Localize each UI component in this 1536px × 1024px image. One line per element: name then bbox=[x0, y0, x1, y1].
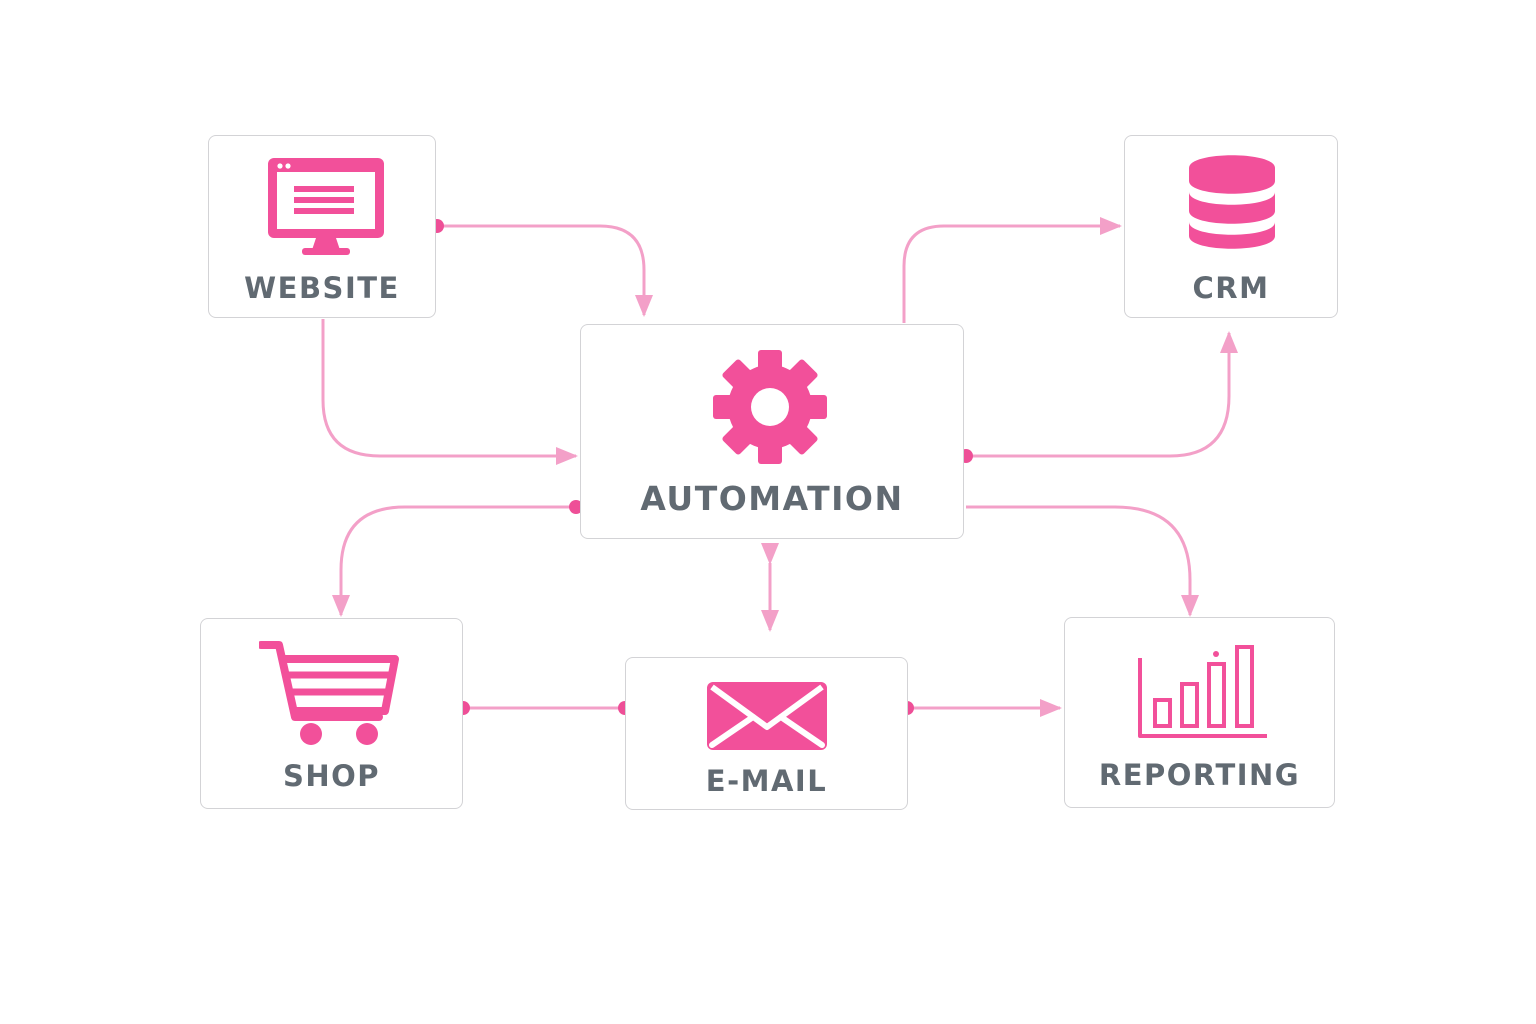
node-automation[interactable]: AUTOMATION bbox=[580, 324, 964, 539]
bar-chart-icon bbox=[1137, 644, 1269, 740]
node-reporting[interactable]: REPORTING bbox=[1064, 617, 1335, 808]
database-icon bbox=[1189, 155, 1275, 249]
envelope-icon bbox=[707, 682, 827, 750]
gear-icon bbox=[712, 349, 828, 465]
node-label: CRM bbox=[1192, 271, 1270, 305]
node-label: E-MAIL bbox=[705, 764, 828, 798]
node-label: WEBSITE bbox=[244, 271, 400, 305]
connector-automation-shop bbox=[332, 505, 576, 617]
connector-website-automation-top bbox=[437, 224, 653, 317]
monitor-icon bbox=[268, 158, 384, 256]
node-email[interactable]: E-MAIL bbox=[625, 657, 908, 810]
shopping-cart-icon bbox=[259, 639, 399, 747]
node-label: REPORTING bbox=[1098, 758, 1301, 792]
node-crm[interactable]: CRM bbox=[1124, 135, 1338, 318]
node-label: SHOP bbox=[282, 759, 381, 793]
connector-automation-crm-left bbox=[902, 217, 1122, 323]
connector-website-automation-left bbox=[321, 319, 578, 465]
connector-automation-reporting bbox=[966, 505, 1199, 617]
node-website[interactable]: WEBSITE bbox=[208, 135, 436, 318]
node-shop[interactable]: SHOP bbox=[200, 618, 463, 809]
node-label: AUTOMATION bbox=[640, 479, 904, 518]
connector-automation-crm-bottom bbox=[966, 331, 1238, 458]
connector-dot bbox=[569, 500, 583, 514]
